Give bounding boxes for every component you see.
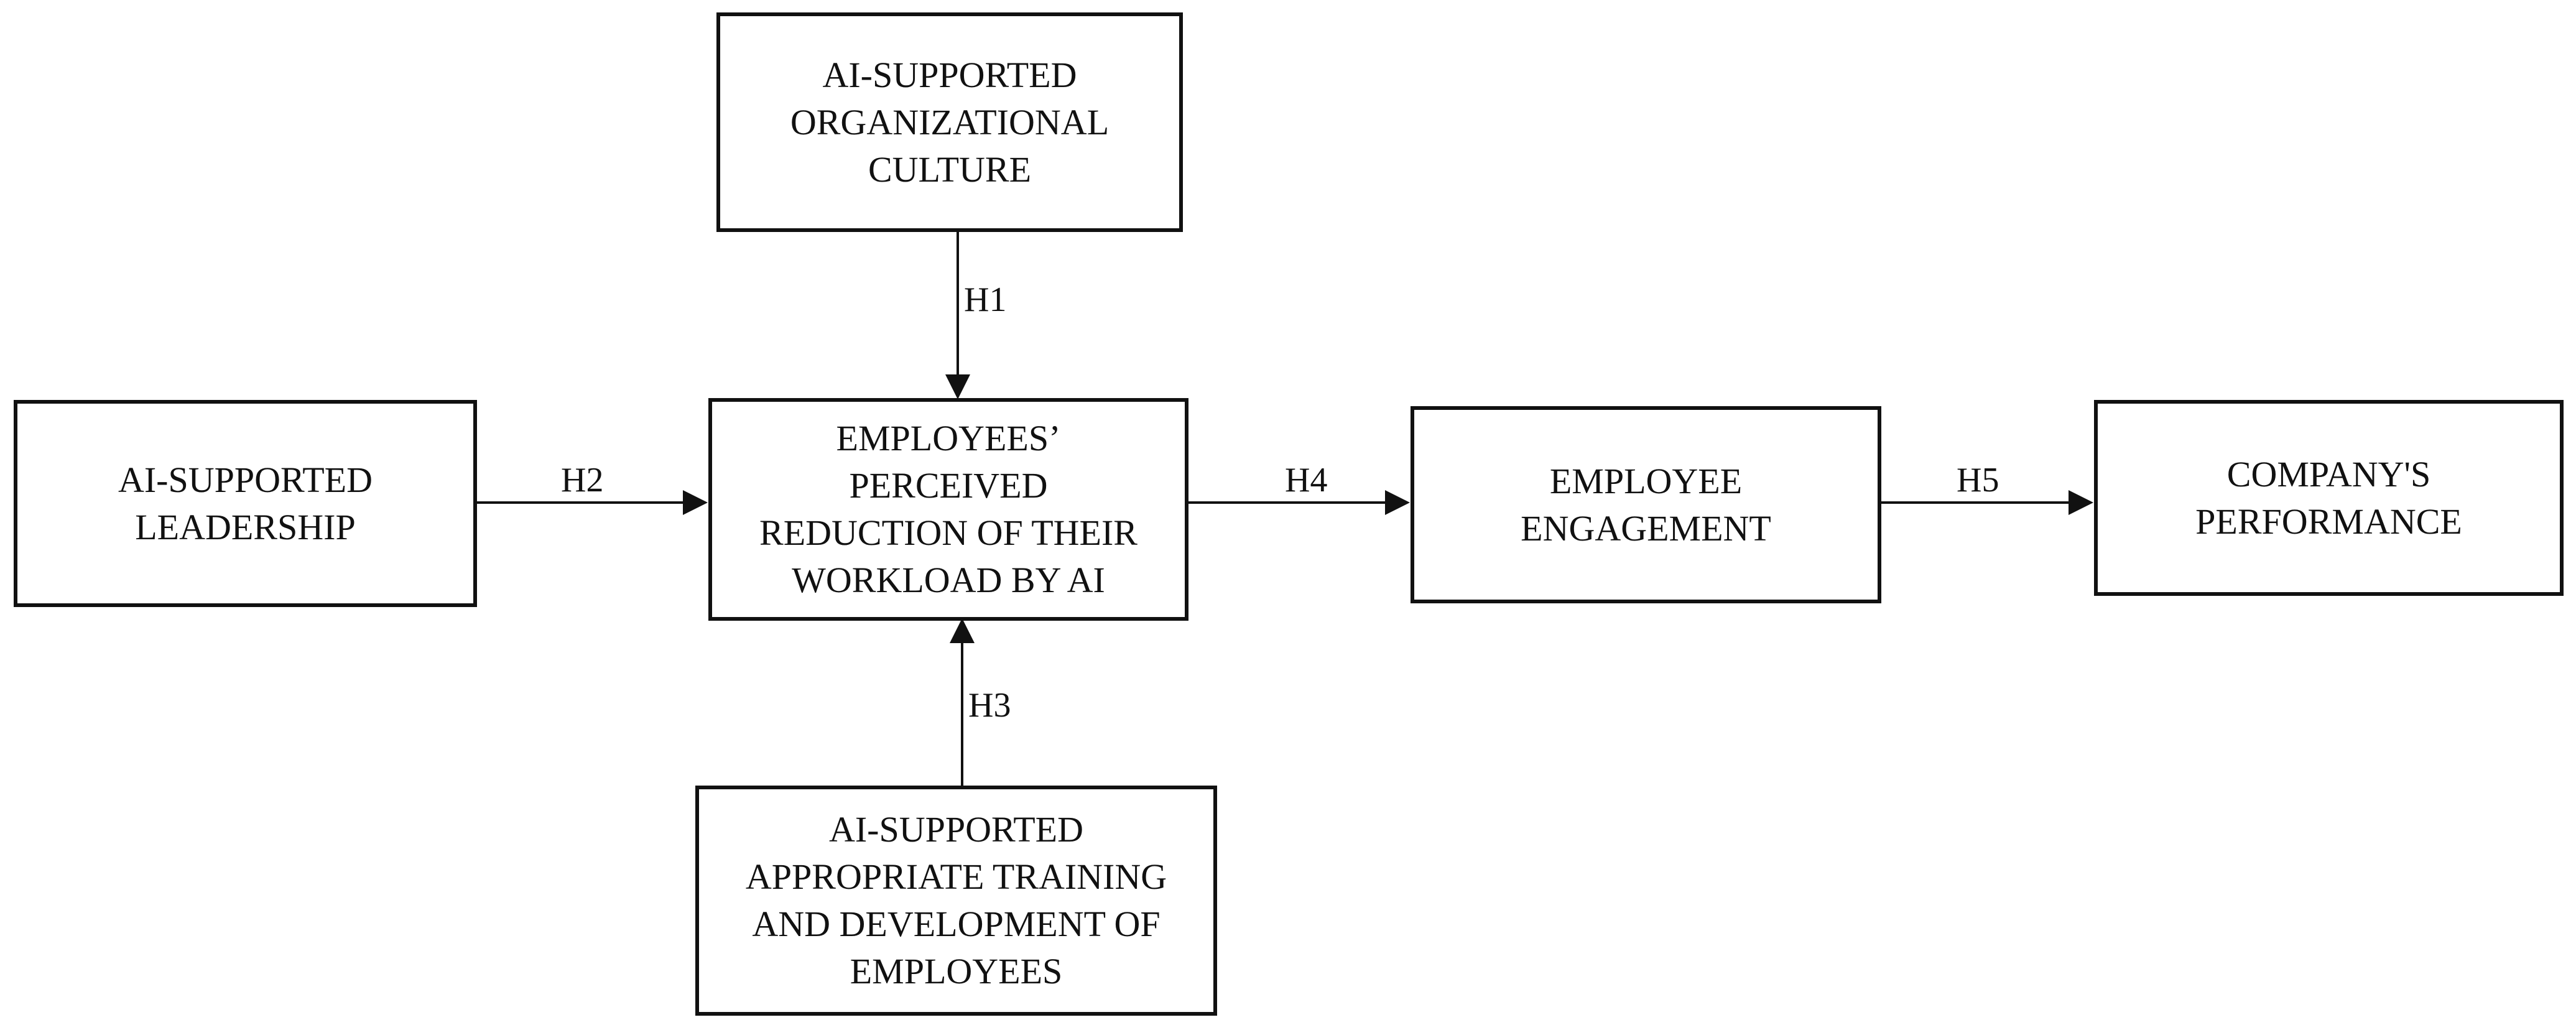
node-company-performance: COMPANY'S PERFORMANCE (2094, 400, 2564, 596)
node-label-engagement: EMPLOYEE ENGAGEMENT (1521, 460, 1771, 549)
edge-label-h1: H1 (964, 281, 1007, 319)
node-label-reduction: EMPLOYEES’ PERCEIVED REDUCTION OF THEIR … (759, 418, 1137, 600)
edge-label-h5: H5 (1957, 461, 1999, 499)
node-label-training: AI-SUPPORTED APPROPRIATE TRAINING AND DE… (745, 809, 1167, 991)
edge-label-h2: H2 (561, 461, 604, 499)
edge-label-h3: H3 (968, 686, 1011, 725)
node-label-performance: COMPANY'S PERFORMANCE (2195, 453, 2462, 542)
node-employee-engagement: EMPLOYEE ENGAGEMENT (1411, 406, 1881, 603)
node-label-culture: AI-SUPPORTED ORGANIZATIONAL CULTURE (790, 54, 1110, 190)
edge-label-h4: H4 (1285, 461, 1328, 499)
node-ai-supported-training-development: AI-SUPPORTED APPROPRIATE TRAINING AND DE… (695, 786, 1217, 1016)
node-label-leadership: AI-SUPPORTED LEADERSHIP (118, 459, 373, 547)
node-ai-supported-organizational-culture: AI-SUPPORTED ORGANIZATIONAL CULTURE (716, 12, 1183, 232)
node-ai-supported-leadership: AI-SUPPORTED LEADERSHIP (14, 400, 477, 607)
node-perceived-workload-reduction: EMPLOYEES’ PERCEIVED REDUCTION OF THEIR … (708, 398, 1188, 621)
